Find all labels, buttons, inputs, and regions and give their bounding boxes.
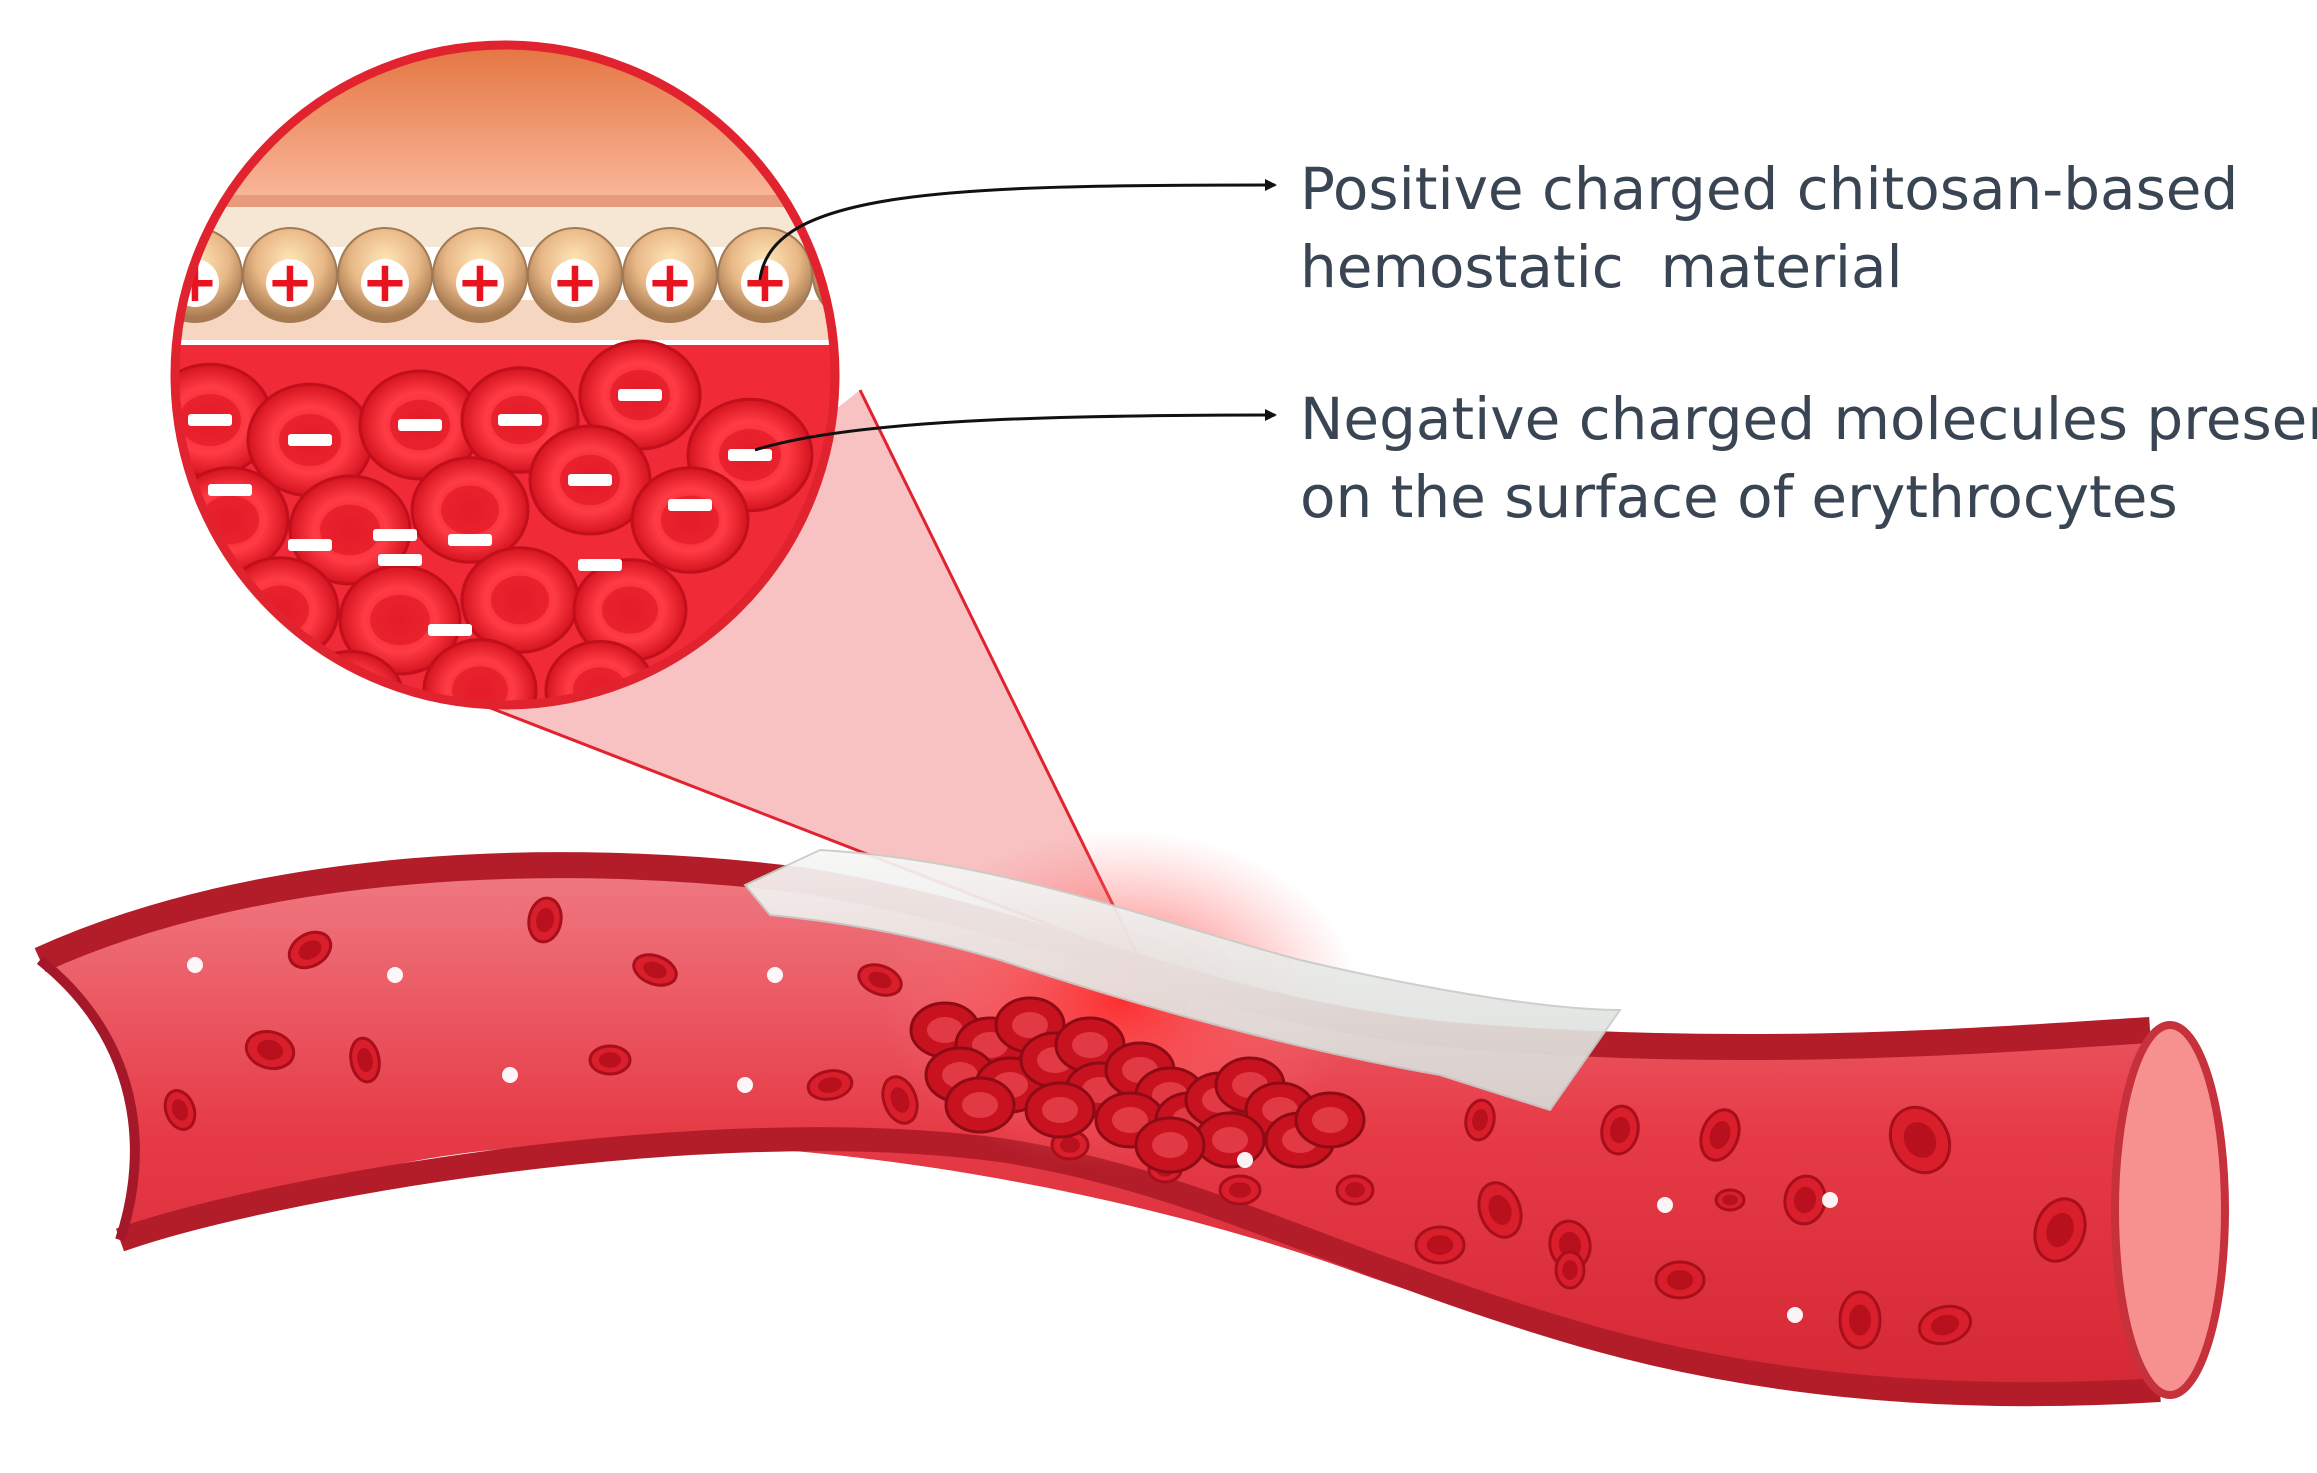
- erythrocyte-cell: [1654, 1260, 1706, 1300]
- minus-sign: [728, 449, 772, 461]
- plus-sign: +: [647, 250, 694, 315]
- minus-sign: [288, 539, 332, 551]
- blood-clot: [909, 996, 1366, 1174]
- erythrocyte-cell: [527, 896, 563, 944]
- erythrocyte-cell: [1714, 1188, 1746, 1212]
- erythrocyte-cell: [1554, 1250, 1586, 1290]
- erythrocyte-cell: [1600, 1104, 1640, 1156]
- plus-sign: +: [267, 250, 314, 315]
- minus-sign: [498, 414, 542, 426]
- chitosan-bead: +: [432, 227, 528, 323]
- minus-sign: [568, 474, 612, 486]
- clot-erythrocyte: [1024, 1081, 1096, 1139]
- erythrocyte-cell: [349, 1036, 381, 1084]
- material-band: [175, 45, 835, 200]
- clot-erythrocyte: [1294, 1091, 1366, 1149]
- erythrocyte-cell: [1464, 1098, 1496, 1142]
- chitosan-beads: ++++++++: [175, 227, 884, 323]
- erythrocyte-cell: [806, 1069, 854, 1101]
- erythrocyte-cell: [1838, 1290, 1882, 1350]
- platelet-dot: [502, 1067, 518, 1083]
- platelet-dot: [737, 1077, 753, 1093]
- vessel-opening-left: [36, 956, 140, 1242]
- erythrocyte-cell: [244, 1030, 296, 1070]
- arrow-pointer-negative: [754, 409, 1277, 452]
- platelet-dot: [1657, 1197, 1673, 1213]
- minus-sign: [428, 624, 472, 636]
- label-negative-line2: on the surface of erythrocytes: [1300, 463, 2178, 531]
- minus-sign: [208, 484, 252, 496]
- magnified-erythrocyte: [338, 564, 462, 676]
- plus-sign: +: [362, 250, 409, 315]
- erythrocyte-cell: [1699, 1108, 1741, 1162]
- material-stripe: [175, 195, 835, 207]
- vessel-opening-right: [2111, 1021, 2229, 1399]
- erythrocyte-cell: [632, 953, 678, 987]
- clot-erythrocyte: [1134, 1116, 1206, 1174]
- erythrocyte-cell: [1783, 1174, 1827, 1226]
- minus-sign: [188, 414, 232, 426]
- magnified-erythrocyte: [410, 456, 530, 564]
- platelet-dot: [767, 967, 783, 983]
- minus-sign: [618, 389, 662, 401]
- magnified-erythrocyte: [422, 638, 538, 705]
- minus-sign: [288, 434, 332, 446]
- plus-sign: +: [552, 250, 599, 315]
- erythrocyte-cell: [881, 1075, 919, 1125]
- chitosan-bead: +: [622, 227, 718, 323]
- plus-sign: +: [837, 250, 884, 315]
- minus-sign: [448, 534, 492, 546]
- erythrocyte-cell: [857, 963, 903, 997]
- label-positive-material: Positive charged chitosan-based hemostat…: [1300, 150, 2238, 306]
- platelets: [187, 957, 1838, 1323]
- minus-sign: [578, 559, 622, 571]
- platelet-dot: [187, 957, 203, 973]
- erythrocyte-cell: [1888, 1105, 1952, 1175]
- erythrocyte-cell: [287, 930, 333, 970]
- magnified-erythrocyte: [572, 558, 688, 662]
- platelet-dot: [1822, 1192, 1838, 1208]
- zoom-cone: [470, 390, 1140, 960]
- label-negative-line1: Negative charged molecules present: [1300, 385, 2317, 453]
- label-positive-line1: Positive charged chitosan-based: [1300, 155, 2239, 223]
- platelet-dot: [1787, 1307, 1803, 1323]
- clot-erythrocyte: [944, 1076, 1016, 1134]
- platelet-dot: [1237, 1152, 1253, 1168]
- erythrocyte-cell: [1917, 1304, 1973, 1346]
- erythrocyte-cell: [1218, 1174, 1262, 1206]
- vessel-erythrocytes: [163, 896, 2087, 1350]
- erythrocyte-cell: [1477, 1181, 1523, 1239]
- minus-sign: [378, 554, 422, 566]
- label-positive-line2: hemostatic material: [1300, 233, 1903, 301]
- label-negative-molecules: Negative charged molecules present on th…: [1300, 380, 2317, 536]
- erythrocyte-cell: [163, 1089, 197, 1131]
- magnified-erythrocyte: [630, 466, 750, 574]
- minus-sign: [398, 419, 442, 431]
- hemostatic-patch: [743, 848, 1622, 1112]
- erythrocyte-cell: [588, 1044, 632, 1076]
- platelet-dot: [387, 967, 403, 983]
- chitosan-bead: +: [242, 227, 338, 323]
- chitosan-bead: +: [812, 227, 884, 323]
- arrow-pointer-positive: [758, 179, 1277, 281]
- erythrocyte-cell: [1414, 1225, 1466, 1265]
- vessel-wall-bottom: [115, 1127, 2161, 1407]
- chitosan-bead: +: [337, 227, 433, 323]
- erythrocyte-cell: [2033, 1197, 2087, 1263]
- magnified-erythrocyte: [460, 546, 580, 654]
- minus-sign: [668, 499, 712, 511]
- erythrocyte-cell: [1335, 1174, 1375, 1206]
- chitosan-bead: +: [717, 227, 813, 323]
- plus-sign: +: [457, 250, 504, 315]
- clot-erythrocyte: [1194, 1111, 1266, 1169]
- chitosan-bead: +: [527, 227, 623, 323]
- minus-sign: [373, 529, 417, 541]
